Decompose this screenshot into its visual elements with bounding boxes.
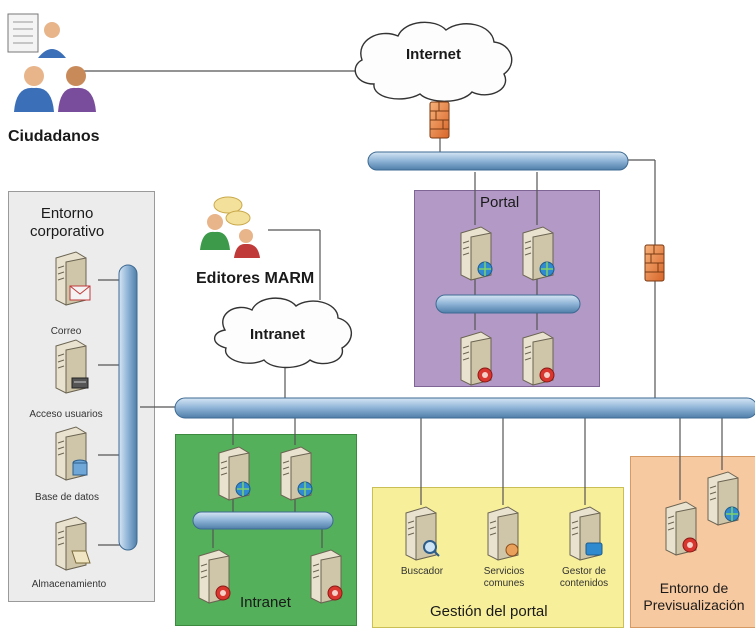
gestion-item-content: Gestor de contenidos [559,566,609,589]
preview-title: Entorno de Previsualización [643,580,745,613]
gestion-item-common: Servicios comunes [483,566,525,589]
server-mail-icon [55,251,91,306]
citizens-icon [7,13,96,112]
firewall-icon [644,244,665,282]
server-red-icon [665,501,698,556]
portal-title: Portal [480,194,520,211]
server-red-icon [198,549,231,604]
corporate-item-database: Base de datos [35,492,99,503]
intranet-cloud-label: Intranet [250,326,306,343]
server-storage-icon [55,516,91,571]
server-db-icon [55,426,88,481]
server-globe-icon [707,471,740,526]
intranet-cloud [213,297,352,369]
portal-zone [414,190,600,387]
editors-label: Editores MARM [196,270,315,287]
editors-icon [200,196,260,258]
server-red-icon [310,549,343,604]
firewall-icon [429,101,450,139]
network-buses [118,151,755,551]
internet-cloud-label: Internet [406,46,462,63]
corporate-item-storage: Almacenamiento [31,579,107,590]
server-globe-icon [460,226,493,281]
server-globe-icon [218,446,251,501]
server-red-icon [522,331,555,386]
server-content-icon [569,506,603,561]
corporate-item-access: Acceso usuarios [29,409,103,420]
server-search-icon [405,506,440,561]
corporate-item-mail: Correo [50,326,82,337]
connection-lines [70,70,723,548]
server-red-icon [460,331,493,386]
server-access-icon [55,339,89,394]
corporate-title: Entorno corporativo [30,205,105,240]
intranet-zone-title: Intranet [240,594,291,611]
server-globe-icon [280,446,313,501]
citizens-label: Ciudadanos [8,128,100,145]
server-common-icon [487,506,519,561]
server-globe-icon [522,226,555,281]
gestion-title: Gestión del portal [430,603,548,620]
gestion-item-search: Buscador [400,566,444,577]
internet-cloud [354,21,513,102]
